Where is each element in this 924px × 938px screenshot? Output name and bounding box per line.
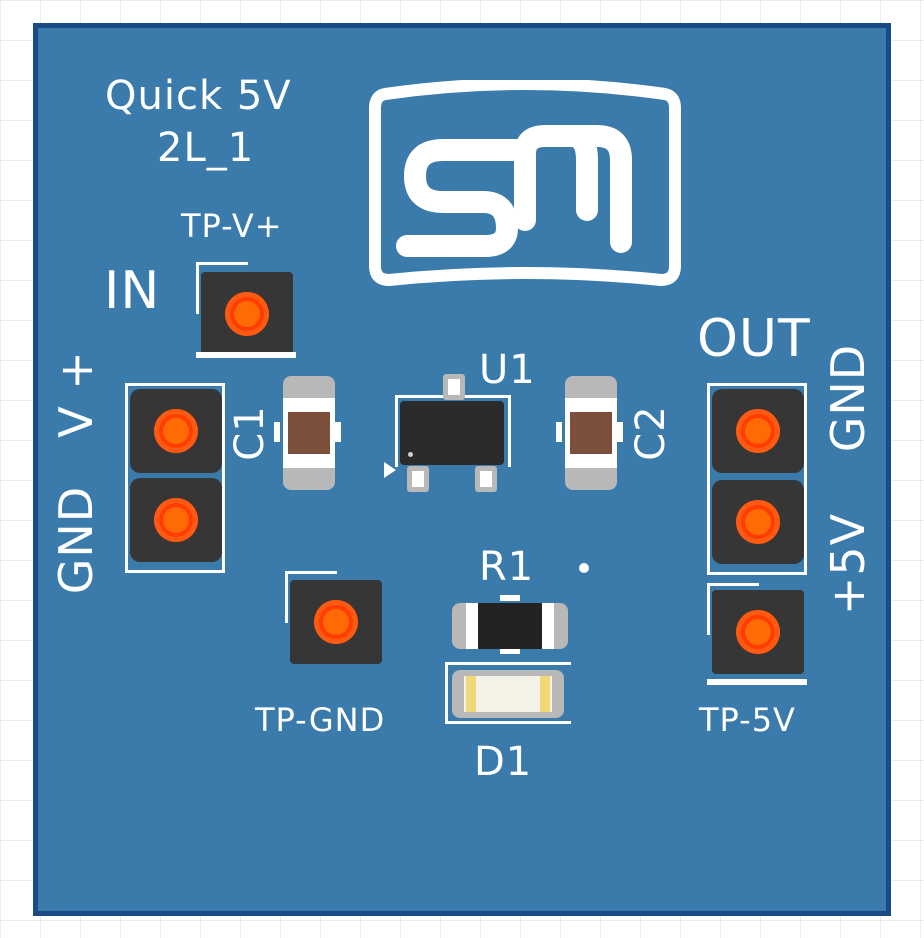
- tp-vplus-marker: [196, 352, 296, 358]
- r1-resistor: [452, 603, 568, 649]
- gnd-left-label: GND: [49, 485, 103, 595]
- u1-label: U1: [479, 347, 536, 393]
- c1-silk-left: [274, 422, 280, 442]
- u1-lead-bottom-left: [407, 466, 429, 492]
- d1-label: D1: [474, 739, 533, 785]
- c2-label: C2: [628, 405, 674, 461]
- in-label: IN: [104, 261, 161, 321]
- u1-pin1-arrow-icon: [384, 462, 396, 478]
- out-label: OUT: [697, 309, 811, 369]
- c2-silk-right: [617, 422, 623, 442]
- board-title: Quick 5V: [105, 73, 292, 119]
- input-header-outline: [125, 383, 225, 573]
- tp-gnd-pad: [290, 580, 382, 664]
- d1-led: [452, 670, 564, 718]
- output-header-outline: [707, 383, 807, 575]
- board-revision: 2L_1: [157, 125, 255, 171]
- input-header-pin2: [130, 478, 222, 562]
- c2-silk-left: [556, 422, 562, 442]
- r1-silk-top: [500, 595, 520, 601]
- plus5v-label: +5V: [821, 512, 875, 616]
- tp-gnd-outline: [285, 571, 337, 623]
- tp-5v-label: TP-5V: [699, 701, 796, 739]
- tp-vplus-outline: [196, 262, 248, 314]
- output-header-pin1: [712, 389, 804, 473]
- sm-logo-icon: [369, 80, 681, 287]
- tp-5v-outline: [707, 583, 759, 635]
- output-header-pin2: [712, 480, 804, 564]
- c1-silk-right: [335, 422, 341, 442]
- u1-lead-top: [443, 374, 465, 400]
- input-header-pin1: [130, 389, 222, 473]
- c2-capacitor: [565, 376, 617, 490]
- r1-polarity-dot: [579, 563, 589, 573]
- d1-silk-outline: [445, 662, 571, 724]
- u1-lead-bottom-right: [475, 466, 497, 492]
- tp-5v-pad: [712, 590, 804, 674]
- r1-label: R1: [479, 544, 535, 590]
- tp-5v-marker: [707, 679, 807, 685]
- gnd-right-label: GND: [821, 343, 875, 453]
- r1-silk-bottom: [500, 648, 520, 654]
- c1-label: C1: [227, 405, 273, 461]
- tp-vplus-pad: [201, 272, 293, 356]
- u1-regulator-body: [400, 401, 504, 465]
- tp-vplus-label: TP-V+: [181, 207, 283, 245]
- vplus-label: V +: [49, 350, 103, 438]
- tp-gnd-label: TP-GND: [255, 701, 386, 739]
- c1-capacitor: [283, 376, 335, 490]
